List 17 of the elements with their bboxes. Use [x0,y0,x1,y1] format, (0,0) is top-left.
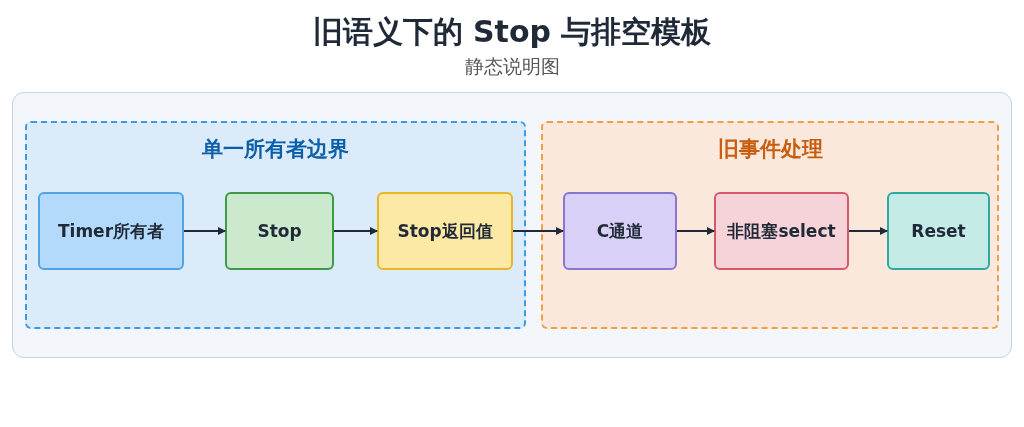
arrow [333,227,378,235]
group-title: 旧事件处理 [716,136,824,163]
arrow [512,227,564,235]
arrow [183,227,226,235]
arrow [676,227,715,235]
process-box: 非阻塞select [714,192,849,270]
title: 旧语义下的 Stop 与排空模板 [311,13,713,51]
group-box [541,121,999,329]
subtitle: 静态说明图 [463,54,561,79]
group-box [25,121,526,329]
arrow [848,227,888,235]
group-title: 单一所有者边界 [201,136,350,163]
process-box: Stop返回值 [377,192,513,270]
process-box: C通道 [563,192,677,270]
process-box: Reset [887,192,990,270]
process-box: Timer所有者 [38,192,184,270]
process-box: Stop [225,192,334,270]
